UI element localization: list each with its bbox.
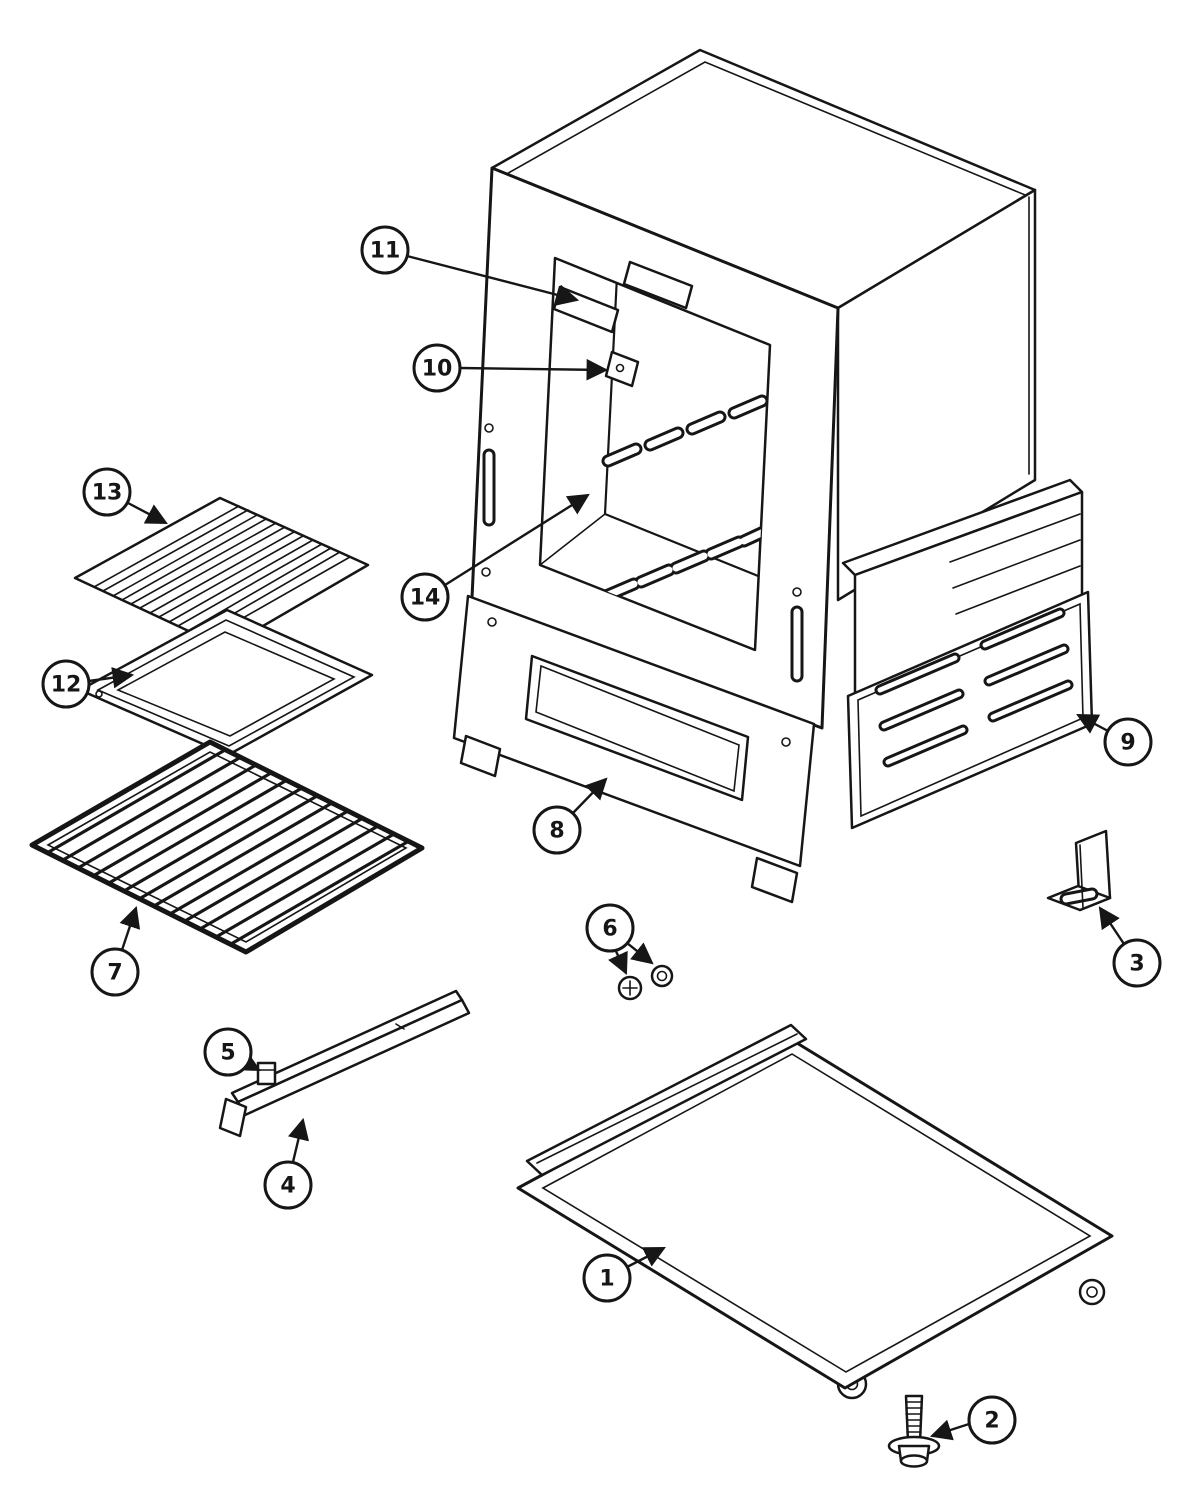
washer [650,964,674,988]
broiler-pan [78,608,374,757]
callout-number: 2 [984,1409,999,1434]
cavity-vent-slots-bottom [599,522,770,603]
callout-number: 7 [107,961,122,986]
callout-number: 13 [92,481,123,506]
callout-9[interactable]: 9 [1076,713,1153,767]
callout-4[interactable]: 4 [263,1117,313,1210]
callout-12[interactable]: 12 [41,659,135,709]
callout-3[interactable]: 3 [1098,906,1162,988]
oven-right-face [836,188,1037,602]
callout-14[interactable]: 14 [400,493,590,622]
callout-number: 8 [549,819,564,844]
drawer-slide-rail [218,989,471,1138]
callout-number: 3 [1129,952,1144,977]
panel-right-tab [750,856,799,904]
oven-rack [29,739,425,955]
insert-ribs [93,505,351,640]
callout-number: 12 [51,673,82,698]
panel-opening [524,654,750,802]
base-handle-rail [525,1023,808,1177]
callout-13[interactable]: 13 [82,467,168,525]
cavity-vent-slots-top [601,394,769,468]
callout-2[interactable]: 2 [929,1395,1017,1445]
broiler-insert [73,496,370,650]
leveling-leg [887,1394,941,1468]
panel-left-tab [459,734,502,778]
frame-side-slots [481,423,804,683]
front-access-panel [452,594,816,904]
callout-number: 4 [280,1174,295,1199]
base-pan [516,1023,1114,1400]
callout-number: 1 [599,1267,614,1292]
callout-6[interactable]: 6 [585,903,654,975]
callout-8[interactable]: 8 [532,777,608,855]
callout-number: 11 [370,239,401,264]
side-panel-vent-slots [874,607,1074,768]
callout-11[interactable]: 11 [360,225,580,306]
callout-number: 9 [1120,731,1135,756]
mounting-screws [617,964,674,1001]
callout-5[interactable]: 5 [203,1027,261,1077]
callout-10[interactable]: 10 [412,343,609,393]
callout-number: 6 [602,917,617,942]
support-bracket [1046,829,1112,912]
rack-wires [45,748,411,946]
slide-glide-clip [256,1061,277,1086]
callout-7[interactable]: 7 [90,905,141,997]
callout-number: 5 [220,1041,235,1066]
callout-number: 14 [410,586,441,611]
callout-1[interactable]: 1 [582,1246,666,1303]
oven-top-rim-line [502,61,1031,198]
callout-number: 10 [422,357,453,382]
